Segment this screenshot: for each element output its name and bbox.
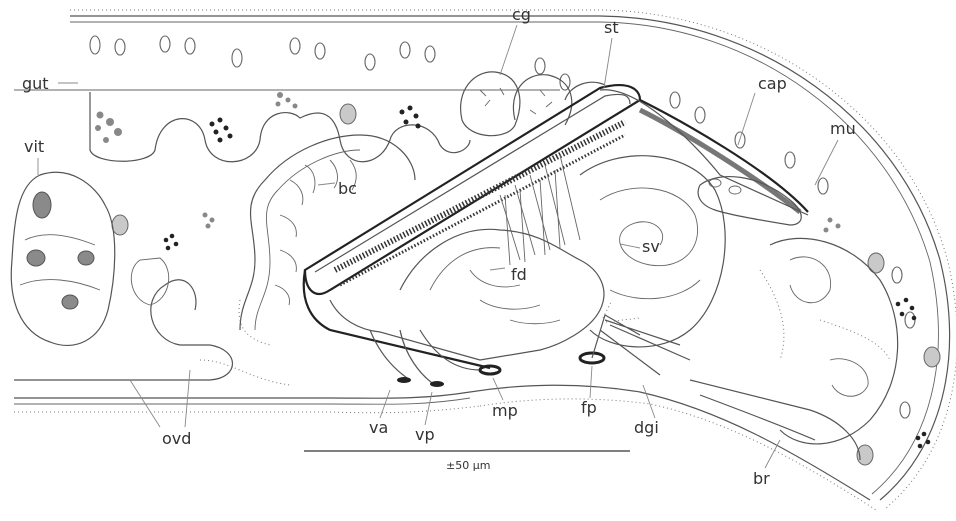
- stylet: [304, 85, 808, 368]
- muscle-strands: [500, 155, 580, 265]
- pores: [370, 300, 690, 387]
- female-duct: [400, 229, 604, 360]
- gut: [14, 36, 940, 465]
- vitellarium: [11, 172, 115, 345]
- label-fp: fp: [581, 398, 597, 417]
- body-wall: [14, 10, 956, 510]
- label-ovd: ovd: [162, 429, 191, 448]
- label-bc: bc: [338, 179, 357, 198]
- label-st: st: [604, 18, 619, 37]
- cement-glands: [461, 72, 605, 136]
- label-mp: mp: [492, 401, 518, 420]
- gut-vacuoles: [90, 36, 915, 418]
- cell-nuclei: [112, 104, 940, 465]
- label-br: br: [753, 469, 770, 488]
- label-vit: vit: [24, 137, 44, 156]
- label-mu: mu: [830, 119, 856, 138]
- label-vp: vp: [415, 425, 435, 444]
- label-cap: cap: [758, 74, 787, 93]
- bursa-copulatrix: [239, 135, 415, 345]
- scale-bar-label: ±50 µm: [446, 459, 490, 472]
- label-fd: fd: [511, 265, 527, 284]
- label-cg: cg: [512, 5, 531, 24]
- label-gut: gut: [22, 74, 49, 93]
- label-dgi: dgi: [634, 418, 659, 437]
- oviduct: [14, 258, 290, 385]
- labels: cg st gut cap mu vit bc sv fd va vp mp f…: [22, 5, 856, 488]
- label-va: va: [369, 418, 388, 437]
- label-sv: sv: [642, 237, 660, 256]
